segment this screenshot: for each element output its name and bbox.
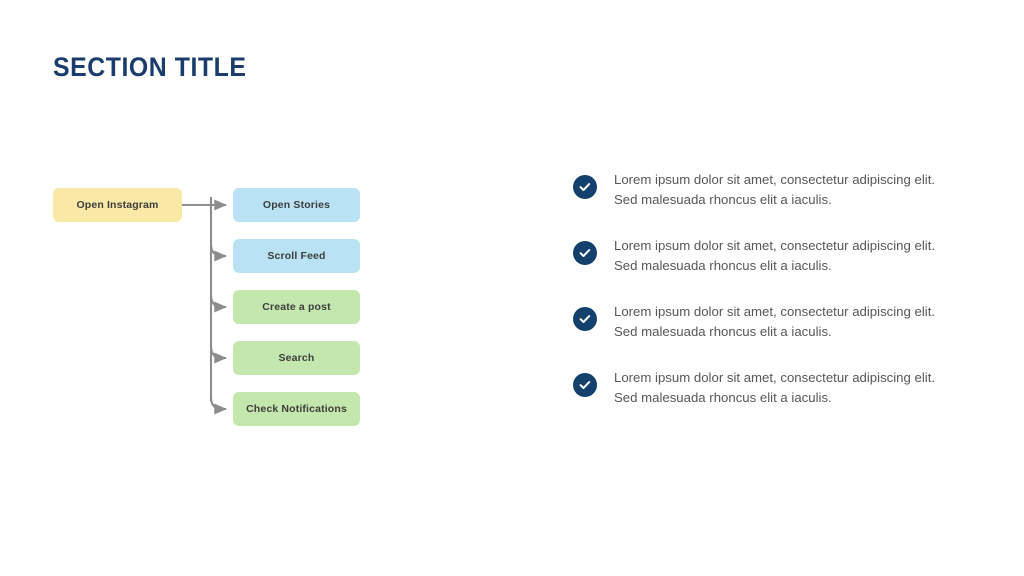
list-item-line-2: Sed malesuada rhoncus elit a iaculis. — [614, 323, 832, 339]
list-item-text: Lorem ipsum dolor sit amet, consectetur … — [614, 368, 935, 407]
list-item-text: Lorem ipsum dolor sit amet, consectetur … — [614, 170, 935, 209]
list-item: Lorem ipsum dolor sit amet, consectetur … — [573, 170, 953, 236]
check-circle-icon — [573, 241, 597, 265]
check-circle-icon — [573, 307, 597, 331]
flow-node-root[interactable]: Open Instagram — [53, 188, 182, 222]
list-item-line-1: Lorem ipsum dolor sit amet, consectetur … — [614, 370, 936, 385]
list-item-line-2: Sed malesuada rhoncus elit a iaculis. — [614, 257, 832, 273]
check-circle-icon — [573, 175, 597, 199]
list-item-line-2: Sed malesuada rhoncus elit a iaculis. — [614, 389, 832, 405]
flowchart-connectors — [182, 197, 227, 415]
list-item-line-2: Sed malesuada rhoncus elit a iaculis. — [614, 191, 832, 207]
check-circle-icon — [573, 373, 597, 397]
flow-node-search[interactable]: Search — [233, 341, 360, 375]
list-item-line-1: Lorem ipsum dolor sit amet, consectetur … — [614, 304, 936, 319]
list-item-line-1: Lorem ipsum dolor sit amet, consectetur … — [614, 238, 936, 253]
list-item: Lorem ipsum dolor sit amet, consectetur … — [573, 236, 953, 302]
list-item: Lorem ipsum dolor sit amet, consectetur … — [573, 302, 953, 368]
flowchart: Open Instagram Open Stories Scroll Feed … — [0, 0, 420, 470]
page-title: SECTION TITLE — [53, 52, 247, 82]
list-item: Lorem ipsum dolor sit amet, consectetur … — [573, 368, 953, 434]
list-item-text: Lorem ipsum dolor sit amet, consectetur … — [614, 236, 935, 275]
flow-node-check-notifications[interactable]: Check Notifications — [233, 392, 360, 426]
flow-node-open-stories[interactable]: Open Stories — [233, 188, 360, 222]
flow-node-scroll-feed[interactable]: Scroll Feed — [233, 239, 360, 273]
list-item-text: Lorem ipsum dolor sit amet, consectetur … — [614, 302, 935, 341]
list-item-line-1: Lorem ipsum dolor sit amet, consectetur … — [614, 172, 936, 187]
flow-node-create-a-post[interactable]: Create a post — [233, 290, 360, 324]
bullet-list: Lorem ipsum dolor sit amet, consectetur … — [573, 170, 953, 434]
